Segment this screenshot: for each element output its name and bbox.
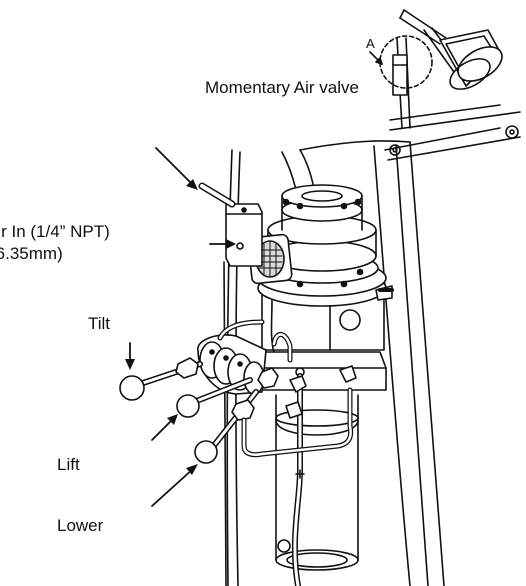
- label-lower: Lower: [57, 516, 104, 535]
- lift-lever-knob: [176, 394, 200, 418]
- lower-lever-knob: [194, 440, 218, 464]
- arrow-lower: [151, 467, 195, 507]
- hoses: [217, 288, 394, 586]
- label-air-in-metric: (6.35mm): [0, 244, 63, 263]
- momentary-air-valve: [198, 182, 263, 267]
- pump-assembly: [119, 140, 445, 586]
- tilt-lever-knob: [119, 375, 145, 401]
- callout-arrows: [125, 147, 236, 507]
- caster-wheel-icon: [389, 144, 401, 156]
- label-lift: Lift: [57, 455, 80, 474]
- lift-overview-inset: [369, 9, 521, 161]
- label-momentary-air-valve: Momentary Air valve: [205, 78, 359, 97]
- caster-wheel-icon: [505, 125, 519, 139]
- arrow-lift: [151, 417, 175, 441]
- control-valve-bank: [119, 334, 279, 464]
- detail-marker-label: A: [366, 36, 375, 51]
- label-tilt: Tilt: [88, 314, 111, 333]
- arrow-valve: [155, 147, 197, 189]
- label-air-in: Air In (1/4” NPT): [0, 222, 110, 241]
